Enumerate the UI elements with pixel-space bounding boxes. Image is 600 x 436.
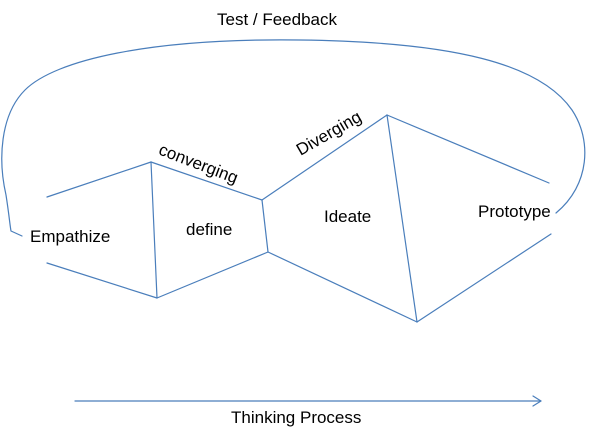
ideate-top-edge (261, 114, 388, 201)
prototype-stage-label: Prototype (478, 202, 551, 221)
prototype-top-edge (386, 114, 550, 184)
empathize-stage-label: Empathize (30, 227, 111, 246)
define-ideate-divider (261, 199, 269, 253)
ideate-bottom-edge (267, 251, 418, 323)
thinking-process-label: Thinking Process (231, 408, 362, 427)
define-top-edge (150, 161, 263, 201)
ideate-stage-label: Ideate (324, 207, 372, 226)
ideate-prototype-divider (386, 114, 418, 323)
feedback-loop-title: Test / Feedback (217, 10, 338, 29)
define-stage-label: define (186, 220, 233, 239)
empathize-top-edge (46, 161, 152, 198)
thinking-process-arrow-head (532, 395, 542, 407)
prototype-bottom-edge (416, 233, 552, 323)
define-bottom-edge (156, 251, 269, 299)
feedback-loop-arc (1, 39, 586, 237)
empathize-bottom-edge (46, 262, 158, 299)
empathize-define-divider (150, 161, 158, 299)
